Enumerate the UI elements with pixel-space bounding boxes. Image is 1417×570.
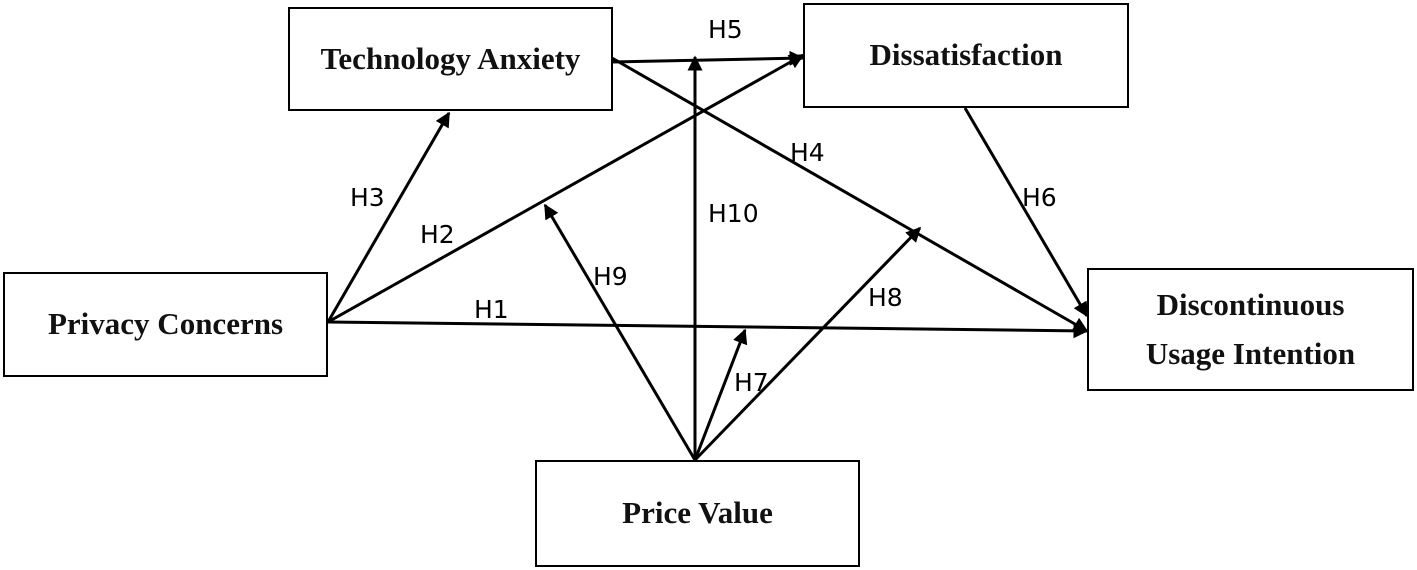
h8-label: H8	[868, 283, 903, 312]
h7-label: H7	[734, 368, 769, 397]
h7-arrow	[693, 328, 748, 461]
h3-arrow	[326, 111, 451, 323]
h10-label: H10	[708, 199, 759, 228]
technology-anxiety-label: Technology Anxiety	[320, 40, 581, 76]
h4-arrow	[611, 56, 1089, 333]
h2-arrow	[327, 53, 805, 324]
h4-label: H4	[790, 138, 825, 167]
discontinuous-usage-intention-box: Discontinuous Usage Intention	[1087, 268, 1414, 391]
h6-label: H6	[1022, 183, 1057, 212]
price-value-box: Price Value	[535, 460, 860, 567]
h9-label: H9	[593, 262, 628, 291]
dissatisfaction-box: Dissatisfaction	[803, 3, 1129, 108]
h6-arrow	[963, 107, 1089, 318]
privacy-concerns-box: Privacy Concerns	[3, 272, 328, 377]
h1-arrow	[327, 320, 1089, 339]
h2-label: H2	[420, 220, 455, 249]
technology-anxiety-box: Technology Anxiety	[288, 7, 613, 111]
price-value-label: Price Value	[622, 495, 773, 531]
h5-label: H5	[708, 15, 743, 44]
h8-arrow	[693, 226, 922, 462]
privacy-concerns-label: Privacy Concerns	[47, 306, 284, 342]
h3-label: H3	[350, 183, 385, 212]
h1-label: H1	[474, 295, 509, 324]
discontinuous-usage-line2: Usage Intention	[1145, 335, 1356, 371]
h5-arrow	[611, 50, 805, 66]
h9-arrow	[543, 203, 697, 461]
dissatisfaction-label: Dissatisfaction	[869, 37, 1063, 73]
discontinuous-usage-line1: Discontinuous	[1156, 287, 1345, 323]
